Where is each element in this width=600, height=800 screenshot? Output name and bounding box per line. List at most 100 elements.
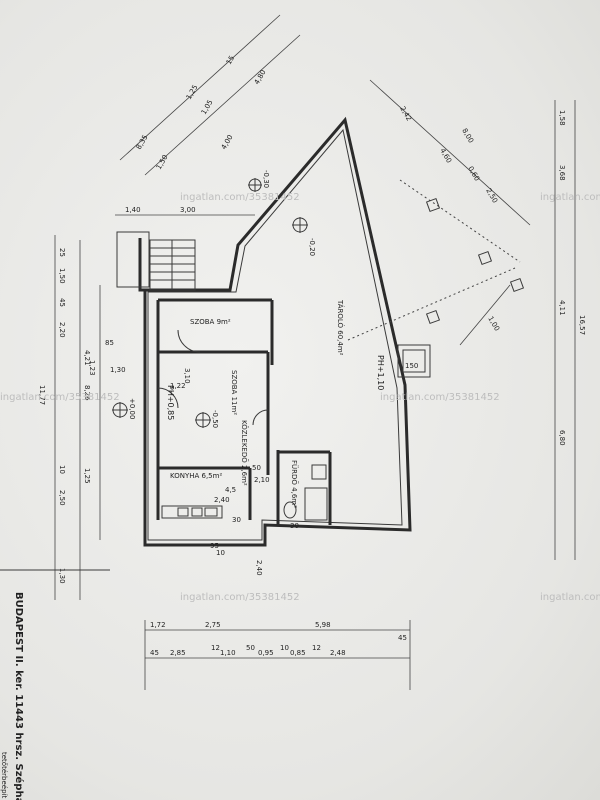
staircase bbox=[116, 231, 196, 291]
dim-value: 2,50 bbox=[484, 187, 499, 205]
dim-value: 25 bbox=[58, 248, 66, 257]
dim-value: 45 bbox=[58, 298, 66, 307]
room-label-konyha: KONYHA 6,5m² bbox=[170, 472, 222, 480]
dim-value: 0,95 bbox=[258, 649, 274, 657]
dim-value: 2,20 bbox=[58, 322, 66, 338]
room-label-szoba-small: SZOBA 9m² bbox=[190, 318, 231, 326]
dim-value: 8,00 bbox=[460, 127, 475, 145]
dim-value: 16,57 bbox=[578, 315, 586, 335]
dim-value: 2,75 bbox=[205, 621, 221, 629]
dim-line bbox=[369, 79, 531, 226]
dim-value: 2,48 bbox=[330, 649, 346, 657]
dim-line bbox=[119, 14, 281, 161]
chimney bbox=[397, 344, 431, 378]
dim-value: 1,22 bbox=[170, 382, 186, 390]
room-label-szoba-large: SZOBA 11m² bbox=[230, 370, 238, 415]
outer-wall bbox=[138, 116, 412, 547]
dim-value: 0,85 bbox=[290, 649, 306, 657]
dim-value: 2,42 bbox=[398, 105, 413, 123]
dim-value: 30 bbox=[290, 522, 299, 530]
dim-value: 4,5 bbox=[225, 486, 236, 494]
dim-value: 1,10 bbox=[220, 649, 236, 657]
dim-value: 1,40 bbox=[125, 206, 141, 214]
dim-value: 8,26 bbox=[83, 385, 91, 401]
dim-value: 12 bbox=[312, 644, 321, 652]
dim-value: 45 bbox=[398, 634, 407, 642]
dim-value: 10 bbox=[58, 465, 66, 474]
shower bbox=[304, 487, 328, 521]
dim-value: 3,00 bbox=[180, 206, 196, 214]
dim-value: 15 bbox=[225, 54, 236, 66]
dim-value: 2,40 bbox=[255, 560, 263, 576]
title-line-2: tetőtérbeépít bbox=[0, 752, 9, 798]
inner-outline bbox=[147, 128, 403, 541]
dim-value: 1,58 bbox=[558, 110, 566, 126]
sink bbox=[311, 464, 327, 480]
dim-value: 1,00 bbox=[486, 315, 501, 333]
dim-value: 1,50 bbox=[58, 268, 66, 284]
dim-value: 4,80 bbox=[253, 68, 268, 86]
dim-value: 50 bbox=[252, 464, 261, 472]
dim-value: 6,80 bbox=[558, 430, 566, 446]
dim-value: 1,25 bbox=[83, 468, 91, 484]
dim-value: 4,00 bbox=[220, 133, 235, 151]
level-value-center: -0,50 bbox=[211, 410, 219, 428]
dim-line bbox=[459, 284, 511, 346]
dim-value: 3,68 bbox=[558, 165, 566, 181]
watermark: ingatlan.com/35381452 bbox=[180, 592, 300, 603]
dim-value: 1,05 bbox=[200, 98, 215, 116]
watermark: ingatlan.com/35381452 bbox=[180, 192, 300, 203]
dim-line bbox=[144, 34, 301, 176]
dim-value: 85 bbox=[105, 339, 114, 347]
ph-label-left: PH+0,85 bbox=[166, 385, 175, 420]
level-marker-left bbox=[112, 402, 128, 418]
dim-value: 4,11 bbox=[558, 300, 566, 316]
dim-value: 10 bbox=[216, 549, 225, 557]
room-label-kozlekedo: KÖZLEKEDŐ 2,6m² bbox=[240, 420, 249, 486]
dim-value: 3,10 bbox=[183, 368, 191, 384]
dim-value: 2,40 bbox=[214, 496, 230, 504]
dim-value: 1,72 bbox=[150, 621, 166, 629]
dim-value: 1,25 bbox=[185, 83, 200, 101]
dim-value: 12 bbox=[211, 644, 220, 652]
dim-value: 4,21 bbox=[83, 350, 91, 366]
watermark: ingatlan.com/35381452 bbox=[540, 592, 600, 603]
dim-value: 10 bbox=[280, 644, 289, 652]
dim-value: 5,98 bbox=[315, 621, 331, 629]
dim-value: 0,60 bbox=[466, 165, 481, 183]
level-marker-top-small bbox=[248, 178, 262, 192]
dim-value: 2,85 bbox=[170, 649, 186, 657]
dim-value: 4,60 bbox=[438, 147, 453, 165]
watermark: ingatlan.com/35381452 bbox=[0, 392, 120, 403]
dim-value: 8,35 bbox=[135, 133, 150, 151]
door-arc bbox=[157, 387, 179, 409]
level-value-left: +0,00 bbox=[128, 398, 136, 419]
dim-value: 1,50 bbox=[155, 153, 170, 171]
door-arc bbox=[177, 329, 201, 353]
dim-value: 1,23 bbox=[88, 360, 96, 376]
level-marker-center bbox=[195, 412, 211, 428]
dim-value: 2,10 bbox=[254, 476, 270, 484]
dim-value: 2,50 bbox=[58, 490, 66, 506]
watermark: ingatlan.com/35381452 bbox=[540, 192, 600, 203]
ph-label-right: PH+1,10 bbox=[376, 355, 385, 390]
dim-value: 1,30 bbox=[58, 568, 66, 584]
title-line-1: BUDAPEST II. ker. 11443 hrsz. Széphal bbox=[13, 592, 25, 800]
kitchen-counter bbox=[161, 505, 223, 519]
dim-value: 50 bbox=[246, 644, 255, 652]
dim-value: 45 bbox=[150, 649, 159, 657]
level-value-top: -0,20 bbox=[308, 238, 316, 256]
door-arc bbox=[252, 409, 269, 426]
window-label: 150 bbox=[405, 362, 418, 370]
room-label-furdo: FÜRDŐ 4,6m² bbox=[290, 460, 299, 508]
dim-value: 1,30 bbox=[110, 366, 126, 374]
level-value-top-small: -0,30 bbox=[262, 170, 270, 188]
dim-value: 95 bbox=[210, 542, 219, 550]
dim-value: 30 bbox=[232, 516, 241, 524]
watermark: ingatlan.com/35381452 bbox=[380, 392, 500, 403]
toilet bbox=[283, 501, 297, 519]
dim-value: 11,77 bbox=[38, 385, 46, 405]
room-label-tarolo: TÁROLÓ 60,4m² bbox=[336, 299, 345, 356]
